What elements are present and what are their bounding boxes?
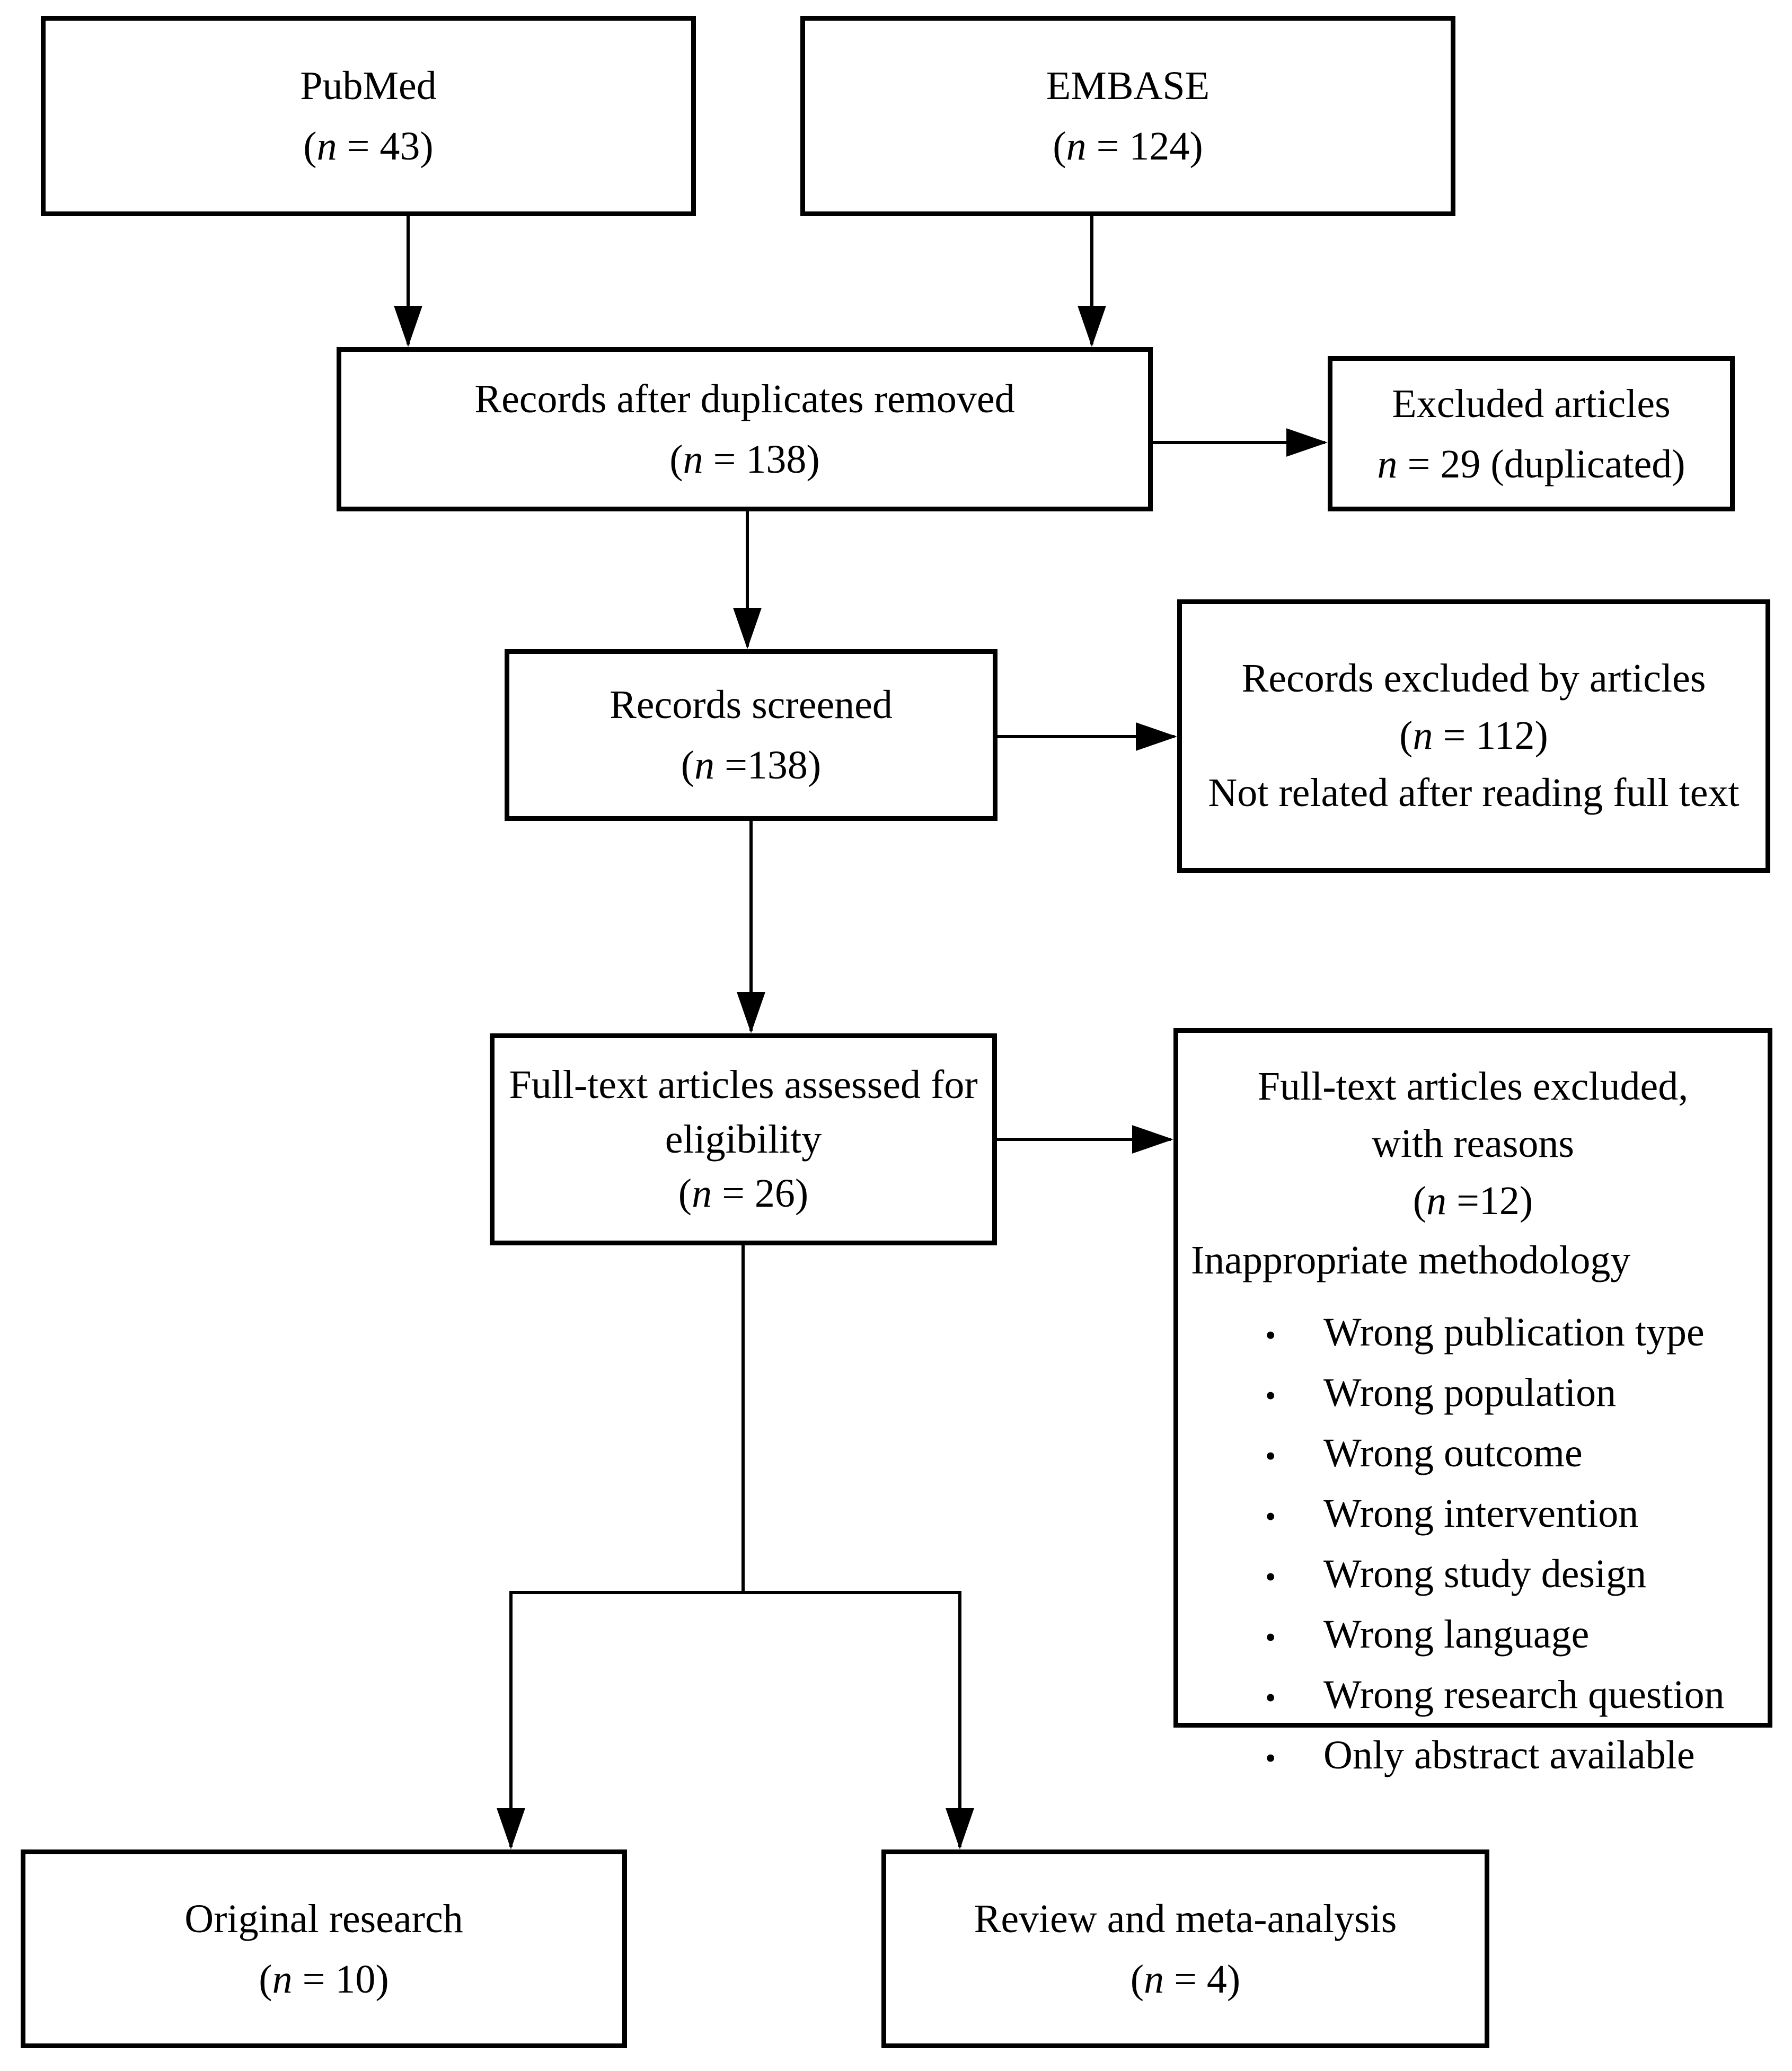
box-fulltext-excluded: Full-text articles excluded, with reason… [1173,1028,1772,1777]
count-open: ( [1053,124,1066,169]
box-excluded-duplicated-count: n = 29 (duplicated) [1377,434,1685,494]
count-open: ( [303,124,317,169]
count-var: n [1066,124,1087,169]
exclusion-reason-item: • Only abstract available [1191,1733,1755,1777]
exclusion-reason-item: • Wrong outcome [1191,1431,1755,1475]
box-embase: EMBASE (n = 124) [800,16,1455,216]
box-fulltext-excluded-label-line2: with reasons [1371,1121,1575,1166]
box-records-excluded-by-articles: Records excluded by articles (n = 112) N… [1177,599,1770,873]
count-rest: = 124) [1086,124,1203,169]
box-fulltext-assessed-count: (n = 26) [678,1166,808,1221]
count-rest: = 112) [1433,713,1548,758]
box-fulltext-excluded-label-line1: Full-text articles excluded, [1257,1064,1689,1109]
count-rest: =138) [714,743,822,787]
exclusion-reason-text: Wrong population [1323,1370,1617,1415]
count-var: n [692,1171,712,1216]
box-original-research: Original research (n = 10) [21,1849,627,2048]
exclusion-reason-text: Wrong language [1323,1612,1590,1657]
bullet-icon: • [1265,1559,1276,1594]
exclusion-reason-list: • Wrong publication type • Wrong populatio… [1191,1294,1755,1777]
exclusion-reason-item: • Wrong intervention [1191,1492,1755,1535]
count-open: ( [678,1171,692,1216]
exclusion-reason-text: Wrong outcome [1323,1430,1583,1475]
count-open: ( [1130,1957,1144,2002]
bullet-icon: • [1265,1741,1276,1776]
exclusion-reason-text: Wrong intervention [1323,1491,1639,1536]
box-fulltext-assessed: Full-text articles assessed for eligibil… [490,1033,997,1245]
box-fulltext-excluded-count: (n =12) [1413,1173,1533,1230]
count-rest: = 138) [703,437,820,482]
count-open: ( [1413,1178,1427,1223]
count-rest: = 10) [292,1957,389,2002]
count-var: n [1413,713,1433,758]
bullet-icon: • [1265,1317,1276,1352]
exclusion-reason-text: Wrong publication type [1323,1309,1705,1355]
bullet-icon: • [1265,1680,1276,1715]
box-original-research-label: Original research [184,1896,463,1941]
box-excluded-screening-note: Not related after reading full text [1208,770,1740,815]
exclusion-reason-text: Wrong research question [1323,1672,1725,1718]
exclusion-reason-item: • Wrong publication type [1191,1311,1755,1354]
box-records-after-duplicates-removed: Records after duplicates removed (n = 13… [337,347,1153,511]
exclusion-reason-item: • Wrong study design [1191,1552,1755,1596]
count-var: n [1377,441,1398,486]
box-pubmed-label: PubMed [300,64,437,108]
box-original-research-count: (n = 10) [259,1949,389,2010]
count-var: n [272,1957,293,2002]
box-screened-label: Records screened [610,683,893,727]
box-duplicates-label: Records after duplicates removed [474,377,1015,421]
box-embase-count: (n = 124) [1053,116,1203,176]
count-var: n [1144,1957,1164,2002]
count-rest: = 26) [712,1171,809,1216]
box-fulltext-assessed-label: Full-text articles assessed for eligibil… [509,1063,978,1162]
count-var: n [694,743,715,787]
box-fulltext-excluded-subheading: Inappropriate methodology [1191,1237,1631,1282]
bullet-icon: • [1265,1499,1276,1534]
box-duplicates-count: (n = 138) [669,429,819,490]
count-open: ( [669,437,683,482]
count-rest: = 29 (duplicated) [1397,441,1685,486]
box-excluded-articles-duplicated: Excluded articles n = 29 (duplicated) [1328,356,1735,511]
box-excluded-duplicated-label: Excluded articles [1392,381,1671,426]
box-pubmed: PubMed (n = 43) [41,16,696,216]
count-open: ( [1399,713,1413,758]
box-embase-label: EMBASE [1046,64,1210,108]
bullet-icon: • [1265,1378,1276,1413]
count-rest: = 4) [1164,1957,1241,2002]
count-var: n [1426,1178,1447,1223]
exclusion-reason-text: Only abstract available [1323,1733,1695,1778]
exclusion-reason-text: Wrong study design [1323,1551,1647,1596]
count-rest: = 43) [337,124,434,169]
box-excluded-screening-count: (n = 112) [1399,707,1548,765]
count-open: ( [259,1957,272,2002]
box-review-meta-count: (n = 4) [1131,1949,1240,2010]
count-var: n [316,124,337,169]
box-pubmed-count: (n = 43) [303,116,433,176]
exclusion-reason-item: • Wrong language [1191,1613,1755,1656]
bullet-icon: • [1265,1620,1276,1655]
count-rest: =12) [1446,1178,1533,1223]
count-var: n [683,437,703,482]
bullet-icon: • [1265,1438,1276,1473]
box-excluded-screening-label: Records excluded by articles [1241,656,1706,701]
count-open: ( [681,743,695,787]
box-review-meta-analysis: Review and meta-analysis (n = 4) [881,1849,1489,2048]
box-screened-count: (n =138) [681,735,821,795]
exclusion-reason-item: • Wrong population [1191,1371,1755,1414]
exclusion-reason-item: • Wrong research question [1191,1673,1755,1716]
box-records-screened: Records screened (n =138) [505,649,997,821]
box-review-meta-label: Review and meta-analysis [974,1896,1397,1941]
